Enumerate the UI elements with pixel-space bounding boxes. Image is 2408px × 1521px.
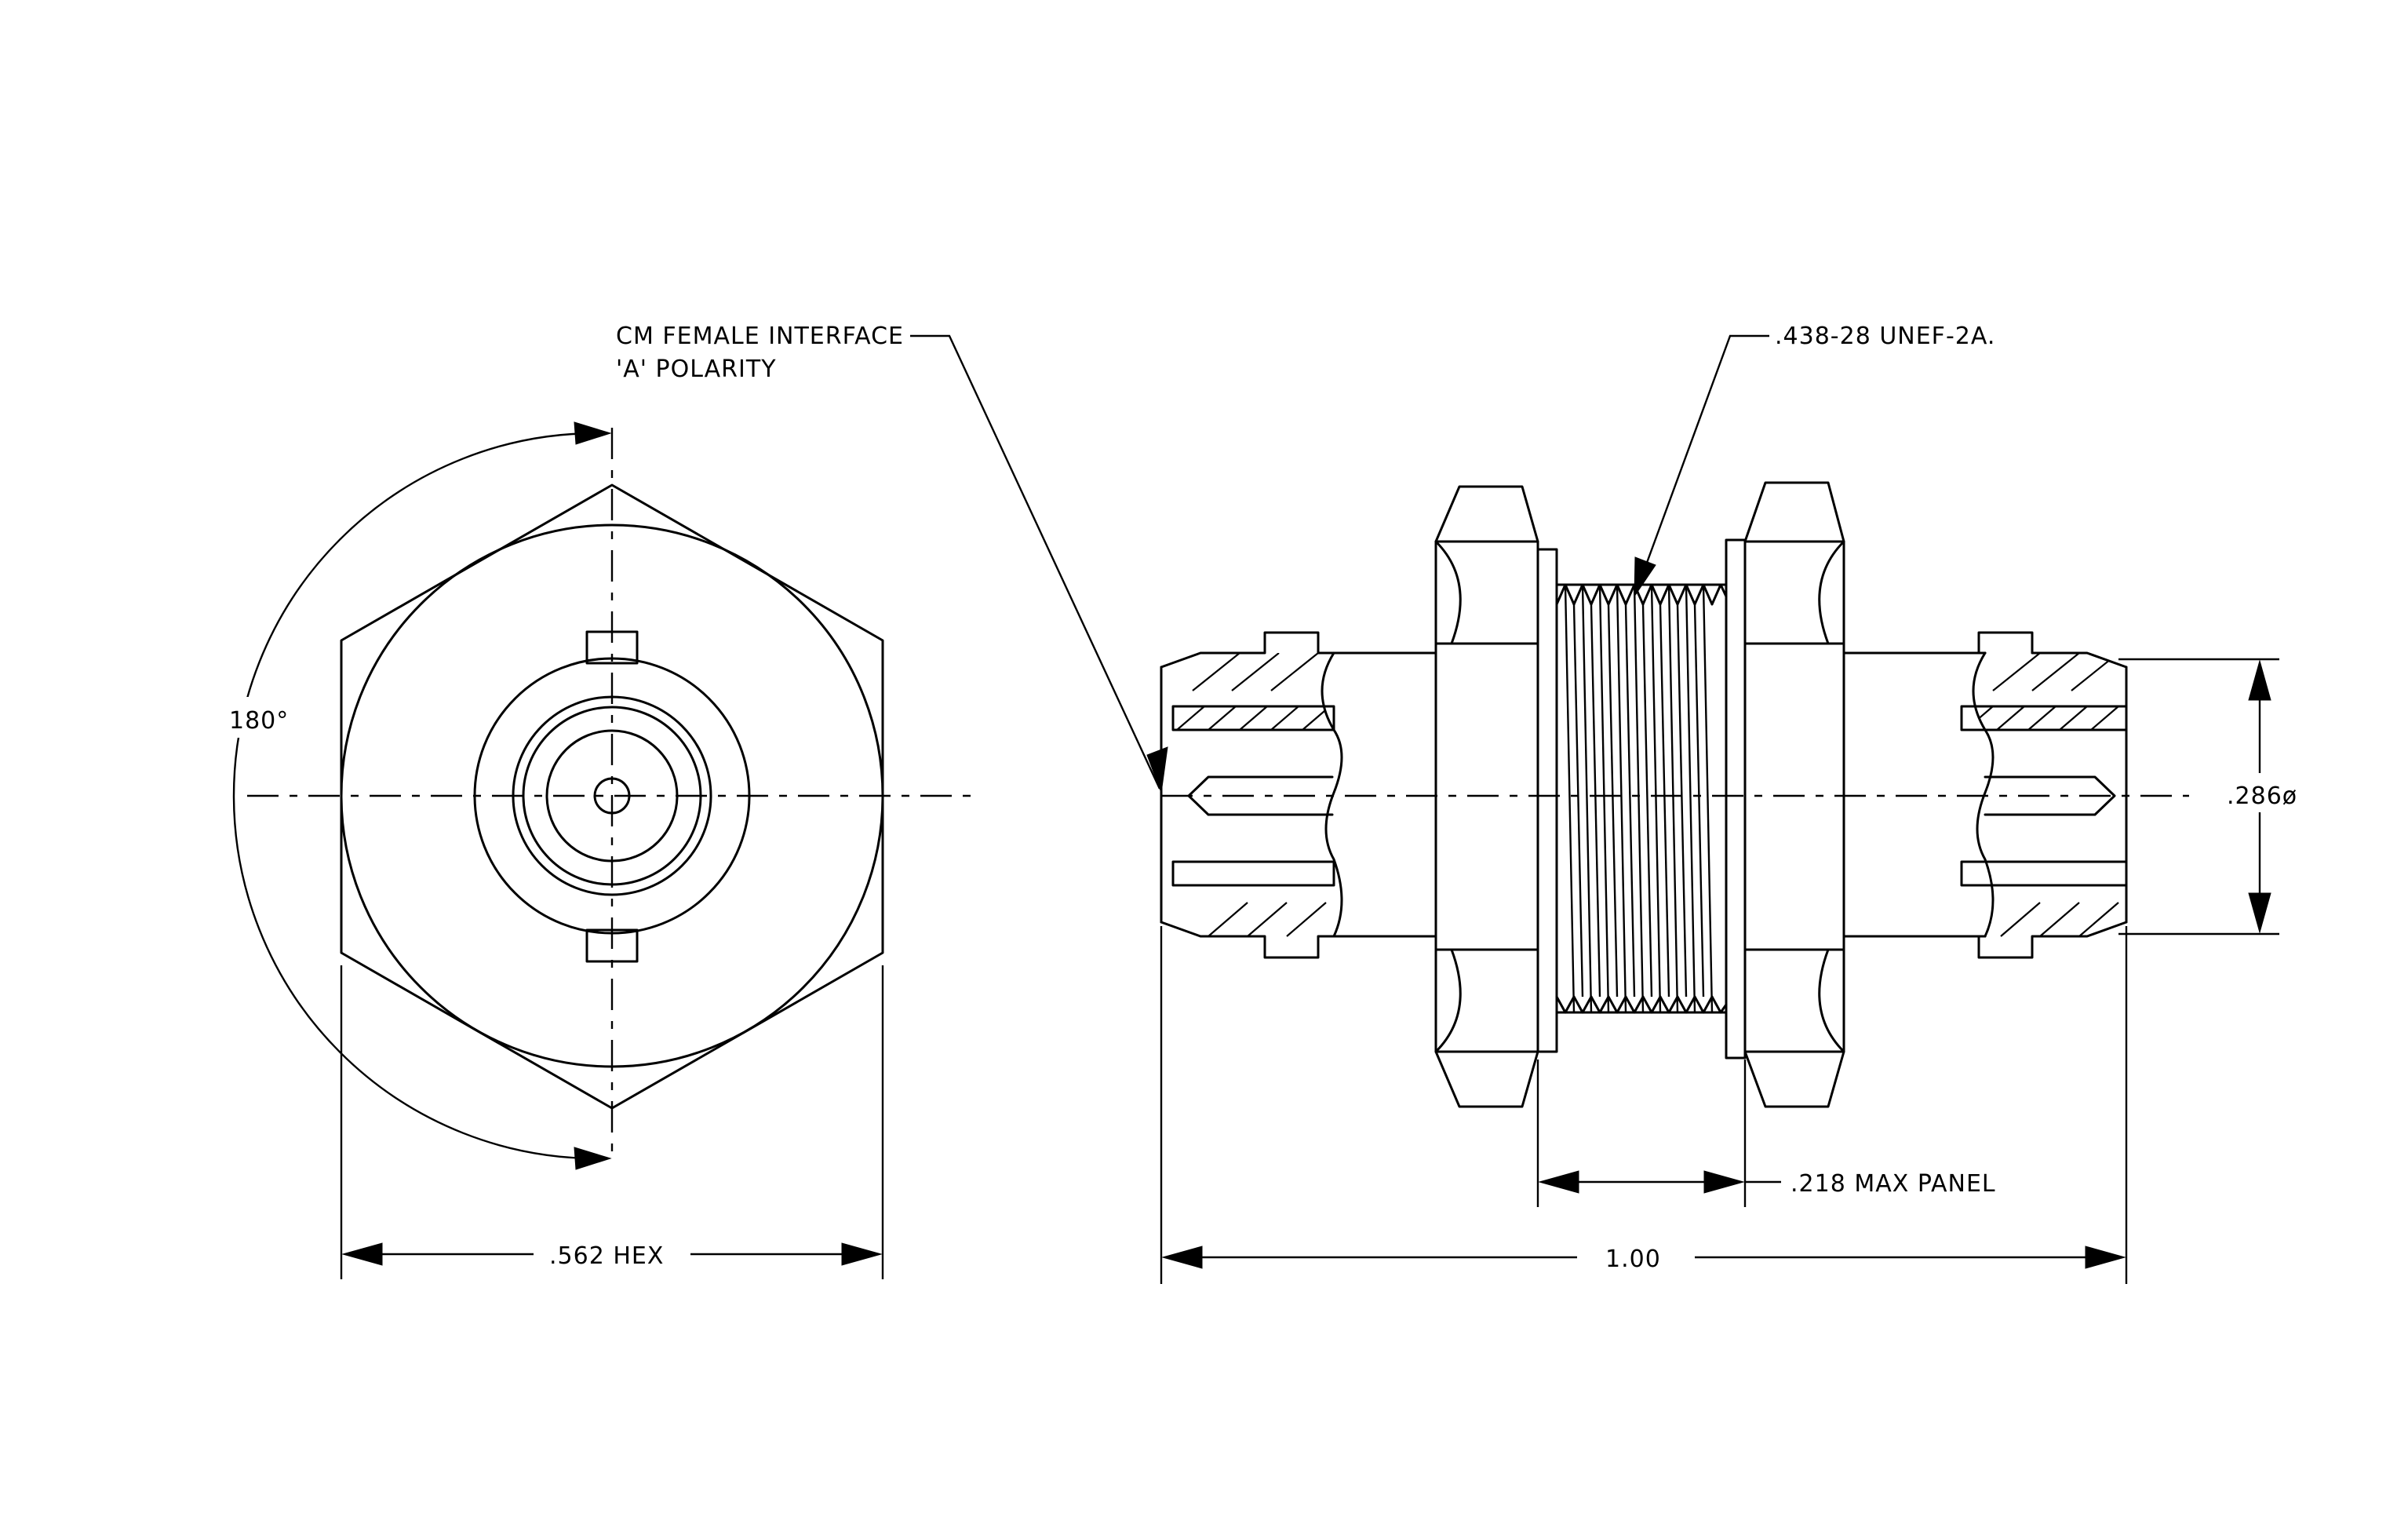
hex-arrow-right — [841, 1242, 883, 1266]
front-view — [220, 421, 981, 1279]
angle-arrow-bottom — [574, 1147, 612, 1170]
hex-label: .562 HEX — [549, 1242, 664, 1270]
hex-arrow-left — [341, 1242, 383, 1266]
dia-arrow-top — [2248, 659, 2271, 701]
left-shell — [1160, 631, 1343, 959]
length-label: 1.00 — [1605, 1246, 1661, 1273]
thread-leader — [1634, 334, 1769, 593]
dia-arrow-bottom — [2248, 892, 2271, 934]
right-nut — [1743, 481, 1845, 1108]
length-arrow-left — [1161, 1246, 1203, 1269]
diameter-label: .286ø — [2227, 782, 2297, 810]
thread-body — [1555, 583, 1728, 1014]
flange — [1536, 548, 1558, 1053]
thread-leader-arrow — [1634, 556, 1656, 598]
angle-arc — [232, 432, 597, 1160]
washer — [1725, 538, 1747, 1060]
interface-leader — [910, 334, 1161, 790]
side-view — [910, 334, 2307, 1284]
length-arrow-right — [2085, 1246, 2126, 1269]
thread-label: .438-28 UNEF-2A. — [1775, 323, 1995, 350]
panel-arrow-left — [1538, 1170, 1579, 1194]
interface-leader-arrow — [1146, 746, 1168, 793]
left-nut — [1434, 485, 1539, 1108]
panel-arrow-right — [1703, 1170, 1745, 1194]
angle-arrow-top — [574, 421, 612, 445]
right-shell — [1960, 631, 2128, 959]
panel-label: .218 MAX PANEL — [1791, 1170, 1996, 1198]
interface-label-line2: 'A' POLARITY — [616, 356, 777, 383]
interface-label-line1: CM FEMALE INTERFACE — [616, 323, 904, 350]
angle-label: 180° — [229, 707, 289, 735]
